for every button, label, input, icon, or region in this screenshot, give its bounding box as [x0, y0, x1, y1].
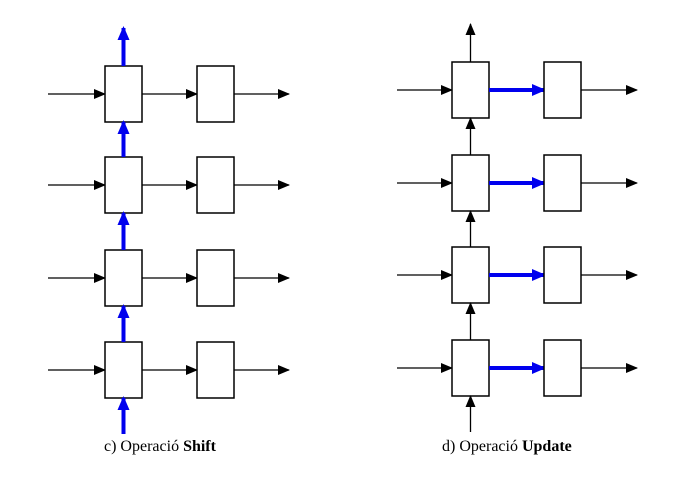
- mux-block: [451, 61, 490, 119]
- register-block: [196, 156, 235, 214]
- register-block: [196, 249, 235, 307]
- mux-block: [451, 339, 490, 397]
- register-block: [543, 246, 582, 304]
- mux-block: [104, 341, 143, 399]
- shift-panel: [48, 26, 290, 434]
- register-block: [196, 341, 235, 399]
- mux-block: [104, 249, 143, 307]
- register-block: [196, 65, 235, 123]
- caption-update-prefix: d) Operació: [442, 438, 522, 455]
- register-block: [543, 154, 582, 212]
- caption-shift: c) Operació Shift: [104, 438, 216, 456]
- mux-block: [104, 65, 143, 123]
- update-panel: [397, 23, 638, 432]
- mux-block: [451, 154, 490, 212]
- mux-block: [104, 156, 143, 214]
- register-block: [543, 61, 582, 119]
- register-block: [543, 339, 582, 397]
- caption-update: d) Operació Update: [442, 438, 572, 456]
- caption-shift-prefix: c) Operació: [104, 438, 184, 455]
- mux-block: [451, 246, 490, 304]
- caption-update-keyword: Update: [521, 438, 572, 455]
- caption-shift-keyword: Shift: [183, 438, 216, 455]
